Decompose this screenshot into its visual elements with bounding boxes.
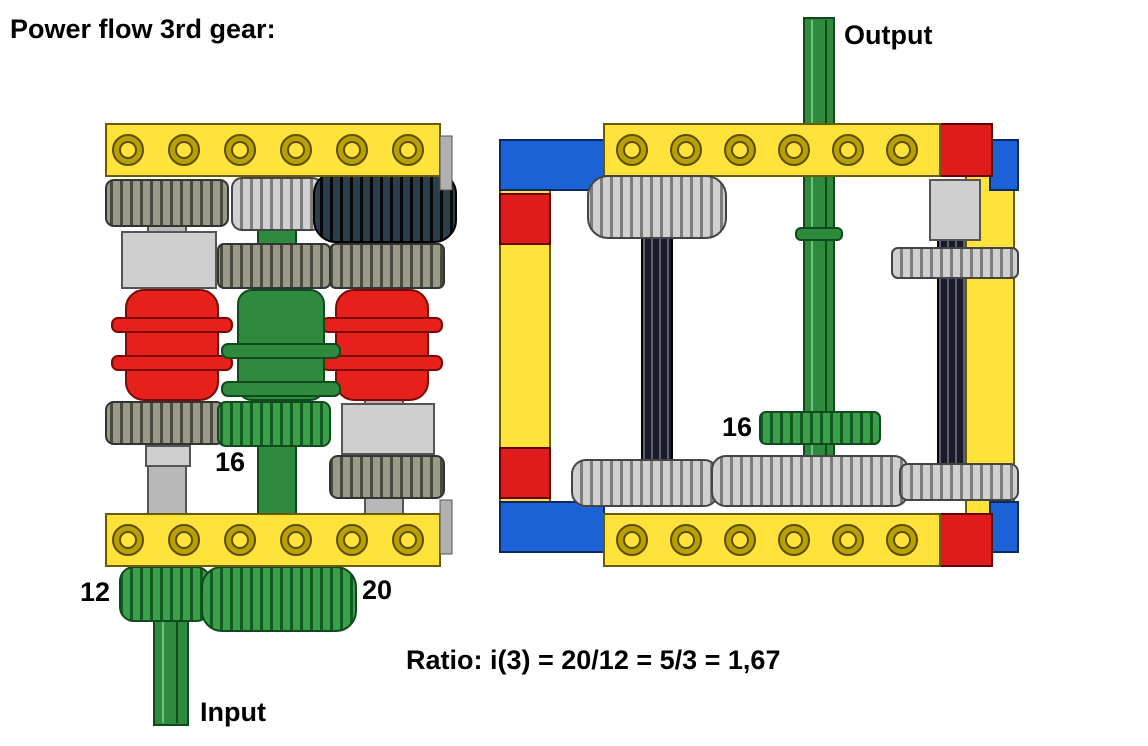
gear-16-left bbox=[217, 401, 331, 447]
top-beam-left bbox=[105, 123, 453, 191]
gear-lower-right bbox=[329, 455, 445, 499]
beam-hole-inner bbox=[731, 141, 749, 159]
gear-bottom-left-gray bbox=[571, 459, 719, 507]
beam-hole-inner bbox=[343, 531, 361, 549]
gear-20-label: 20 bbox=[362, 575, 393, 605]
beam-hole-inner bbox=[175, 531, 193, 549]
beam-hole-inner bbox=[231, 141, 249, 159]
beam-hole-inner bbox=[677, 141, 695, 159]
input-gear-12 bbox=[119, 566, 211, 622]
beam-hole-inner bbox=[839, 531, 857, 549]
beam-hole-inner bbox=[175, 141, 193, 159]
gear-16-right-label: 16 bbox=[722, 412, 753, 442]
gear-bottom-mid-gray bbox=[711, 455, 909, 507]
gear-row2-right bbox=[329, 243, 445, 289]
gear-16-left-label: 16 bbox=[215, 447, 246, 477]
left-gearbox-view bbox=[105, 123, 457, 726]
gear-12-label: 12 bbox=[80, 577, 111, 607]
green-driving-ring bbox=[221, 289, 341, 401]
gear-top-left-gray bbox=[587, 175, 727, 239]
beam-hole-inner bbox=[399, 141, 417, 159]
beam-hole-inner bbox=[399, 531, 417, 549]
clutch-left bbox=[111, 289, 233, 401]
top-beam-right bbox=[603, 123, 941, 177]
left-black-axle bbox=[641, 235, 673, 473]
beam-hole-inner bbox=[231, 531, 249, 549]
gear-row2-mid bbox=[217, 243, 331, 289]
beam-hole-inner bbox=[893, 531, 911, 549]
beam-hole-inner bbox=[119, 531, 137, 549]
beam-hole-inner bbox=[893, 141, 911, 159]
beam-hole-inner bbox=[623, 531, 641, 549]
corner-bricks bbox=[499, 123, 1019, 567]
gear-16-right bbox=[759, 411, 881, 445]
beam-hole-inner bbox=[677, 531, 695, 549]
beam-hole-inner bbox=[287, 531, 305, 549]
input-label: Input bbox=[200, 697, 266, 727]
gear-bottom-right-gray bbox=[899, 463, 1019, 501]
beam-hole-inner bbox=[623, 141, 641, 159]
beam-hole-inner bbox=[785, 531, 803, 549]
right-gearbox-view bbox=[499, 17, 1019, 567]
gear-top-right bbox=[313, 171, 457, 243]
gear-upper-right-gray bbox=[891, 247, 1019, 279]
ratio-formula: Ratio: i(3) = 20/12 = 5/3 = 1,67 bbox=[406, 645, 781, 675]
output-axle bbox=[803, 17, 835, 479]
bottom-beam-left bbox=[105, 499, 453, 567]
input-gear-20 bbox=[201, 566, 357, 632]
gear-lower-left bbox=[105, 401, 225, 445]
beam-hole-inner bbox=[731, 531, 749, 549]
beam-hole-inner bbox=[119, 141, 137, 159]
beam-hole-inner bbox=[343, 141, 361, 159]
gear-top-left bbox=[105, 179, 229, 227]
output-label: Output bbox=[844, 20, 933, 50]
bottom-beam-right bbox=[603, 513, 941, 567]
gear-top-mid bbox=[231, 177, 323, 231]
beam-hole-inner bbox=[785, 141, 803, 159]
beam-hole-inner bbox=[287, 141, 305, 159]
beam-hole-inner bbox=[839, 141, 857, 159]
diagram-title: Power flow 3rd gear: bbox=[10, 14, 276, 44]
clutch-right bbox=[321, 289, 443, 401]
